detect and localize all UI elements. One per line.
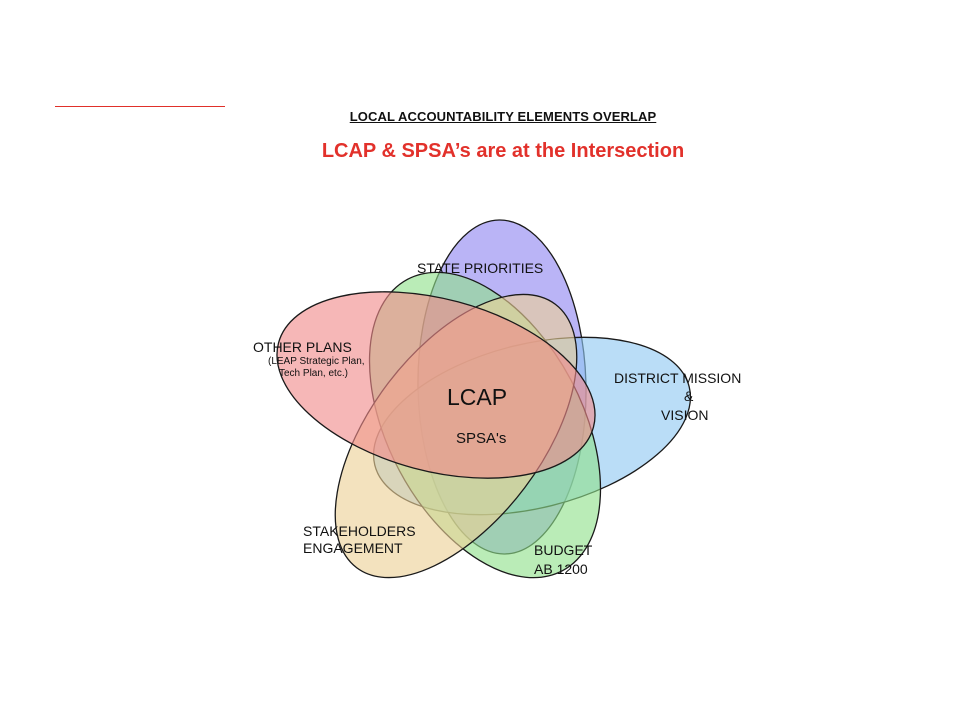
label-district-mission: DISTRICT MISSION & VISION — [614, 370, 745, 423]
label-other-plans-detail: (LEAP Strategic Plan, Tech Plan, etc.) — [268, 356, 367, 379]
label-center-spsa: SPSA's — [456, 430, 506, 447]
diagram-subtitle: LOCAL ACCOUNTABILITY ELEMENTS OVERLAP — [349, 109, 657, 124]
label-state-priorities: STATE PRIORITIES — [417, 260, 543, 276]
label-stakeholders: STAKEHOLDERS ENGAGEMENT — [303, 523, 419, 556]
label-other-plans: OTHER PLANS — [253, 339, 352, 355]
diagram-title: LCAP & SPSA’s are at the Intersection — [321, 140, 685, 162]
label-center-lcap: LCAP — [447, 384, 507, 410]
ellipse-other-plans — [276, 291, 596, 479]
decorative-red-line — [55, 106, 225, 107]
label-budget: BUDGET AB 1200 — [534, 542, 596, 577]
